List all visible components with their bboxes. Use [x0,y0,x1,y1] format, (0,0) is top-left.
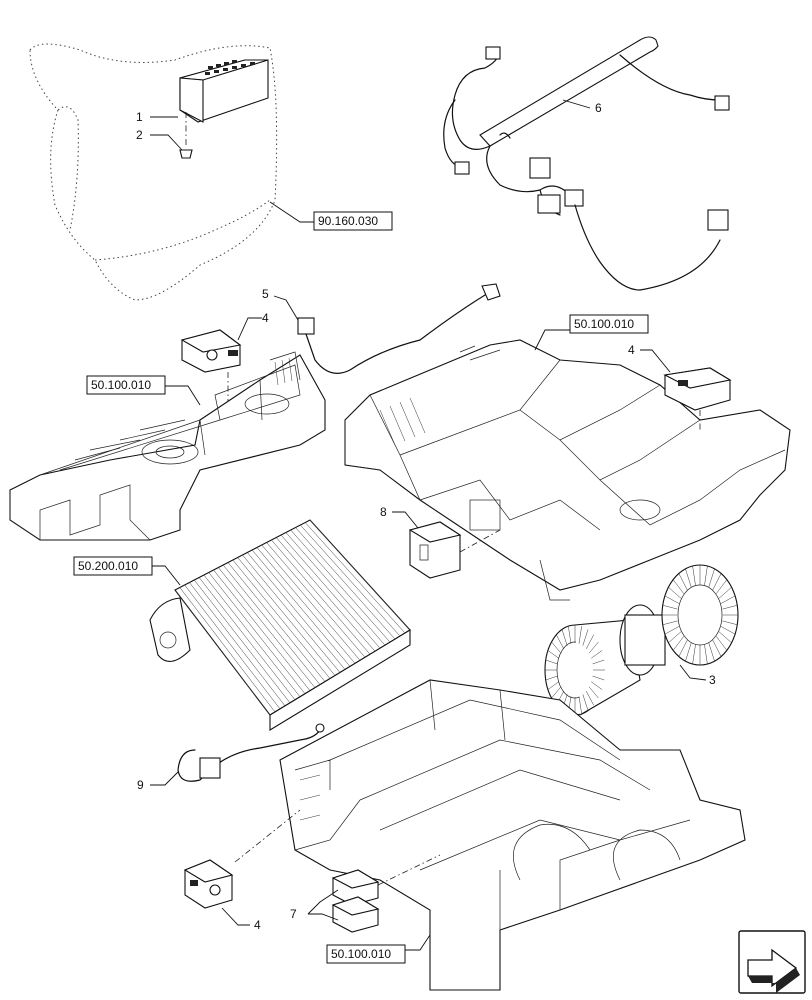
actuator-top-left [180,329,242,425]
ref-box-50-100-010-bottom[interactable] [326,944,406,964]
callout-8: 8 [380,505,387,519]
ref-label-3[interactable]: 50.100.010 [574,317,634,331]
callout-4-top: 4 [262,311,269,325]
evaporator [149,519,411,731]
arrow-next-page-icon[interactable] [738,930,806,994]
callout-9: 9 [137,778,144,792]
control-unit [179,59,269,123]
lower-air-housing [279,679,746,991]
main-air-housing [344,339,791,601]
ref-box-50-100-010-left[interactable] [86,375,166,395]
callout-4-right: 4 [628,343,635,357]
callout-1: 1 [136,110,143,124]
actuator-bottom-left [183,859,234,909]
wiring-harness [443,36,730,291]
actuator-right [663,367,732,430]
ref-label-4[interactable]: 50.200.010 [78,559,138,573]
callout-3: 3 [709,673,716,687]
ref-label-1[interactable]: 90.160.030 [318,214,378,228]
callout-5: 5 [262,287,269,301]
callout-7: 7 [290,907,297,921]
blower-fan [544,564,739,716]
actuator-pair [331,854,441,933]
ref-label-5[interactable]: 50.100.010 [331,947,391,961]
ref-box-50-200-010[interactable] [73,556,153,576]
ref-box-90-160-030[interactable] [313,211,393,231]
temperature-sensor-cable [177,723,325,782]
ref-label-2[interactable]: 50.100.010 [91,378,151,392]
callout-6: 6 [595,101,602,115]
ref-box-50-100-010-top[interactable] [569,314,649,334]
callout-4-bottom: 4 [254,918,261,932]
screw-part [179,112,193,159]
sensor-cable [297,283,501,374]
cab-seat-outline [29,43,278,301]
left-air-housing [9,351,326,541]
blower-resistor [408,521,501,579]
callout-2: 2 [136,128,143,142]
